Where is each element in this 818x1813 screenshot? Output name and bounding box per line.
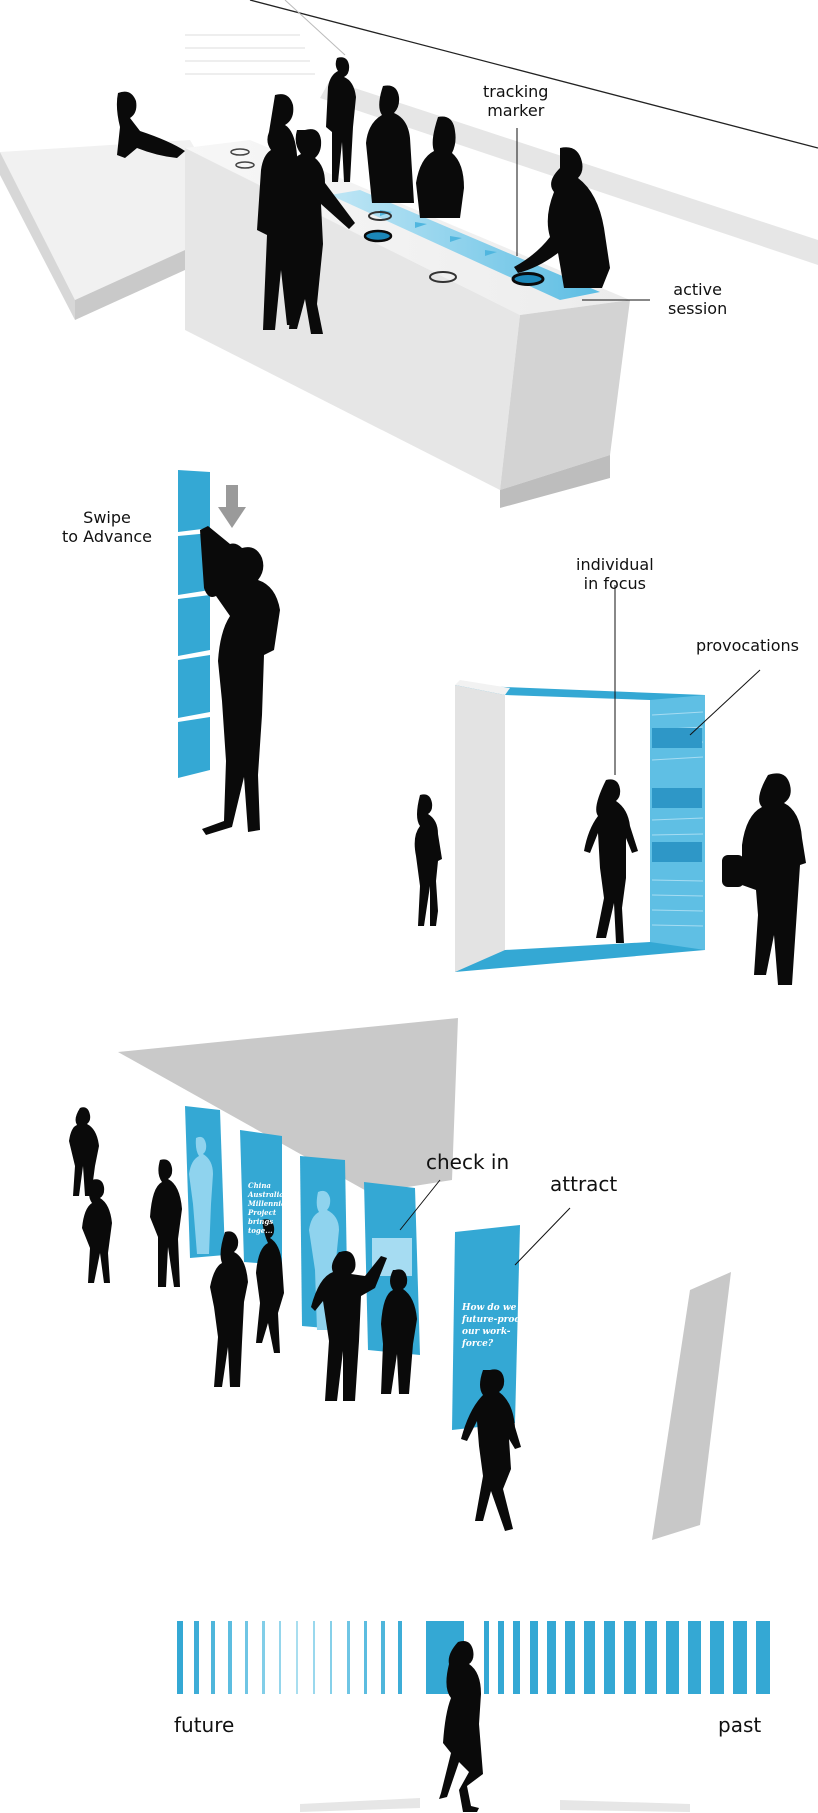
- scene-timeline: [177, 1621, 770, 1812]
- bag-icon: [722, 855, 744, 887]
- marker-ring-active: [363, 229, 393, 243]
- tracking-marker-active: [511, 272, 545, 286]
- check-in-leader: [399, 1179, 441, 1231]
- label-tracking-marker: tracking marker: [483, 82, 549, 120]
- gate-top: [455, 680, 510, 695]
- panel-text-line: How do we: [461, 1303, 517, 1313]
- marker-ring: [368, 211, 392, 221]
- side-panel-grey: [652, 1272, 731, 1540]
- panel-figure-1: [189, 1136, 213, 1254]
- gate-side-wall: [455, 685, 505, 972]
- panel-text-line: China: [248, 1181, 271, 1190]
- label-past: past: [718, 1713, 762, 1737]
- marker-ring: [235, 161, 255, 169]
- people-silhouettes: [116, 57, 610, 334]
- scene-corridor: [69, 1018, 731, 1540]
- label-swipe-to-advance: Swipe to Advance: [62, 508, 153, 546]
- panel-text-line: Millennial: [247, 1199, 289, 1208]
- down-arrow-icon: [218, 485, 246, 528]
- label-check-in: check in: [426, 1150, 510, 1174]
- wall-lines: [651, 711, 704, 927]
- provocations-leader: [689, 669, 761, 736]
- panel-attract-text: How do we future-proof our work- force?: [461, 1303, 526, 1349]
- panel-text-line: Project: [247, 1208, 277, 1217]
- floor-shadow: [300, 1798, 420, 1812]
- table-base: [500, 455, 610, 508]
- panel-text-line: brings: [248, 1217, 273, 1226]
- panel-text-line: Australia: [247, 1190, 284, 1199]
- scene-focus-gate: [414, 585, 806, 985]
- scene-interactive-table: [0, 0, 818, 508]
- provocations-wall: [650, 695, 705, 950]
- stair-line: [284, 0, 346, 56]
- swipe-panel-segments: [178, 470, 210, 778]
- scene-swipe-panel: [178, 470, 280, 835]
- floor-shadow: [560, 1800, 690, 1812]
- provocation-cards: [652, 728, 702, 862]
- panel-text-line: toge...: [248, 1226, 273, 1235]
- gate-people: [414, 773, 806, 985]
- panel-text-line: force?: [461, 1339, 494, 1349]
- ceiling-line: [249, 0, 818, 149]
- bench-top: [0, 140, 240, 300]
- timeline-bars-past: [484, 1621, 770, 1694]
- label-attract: attract: [550, 1172, 618, 1196]
- bench-side: [0, 152, 75, 320]
- timeline-bars-future: [177, 1621, 402, 1694]
- woman-walking-silhouette: [439, 1641, 483, 1812]
- label-future: future: [174, 1713, 235, 1737]
- marker-ring: [429, 271, 457, 283]
- label-individual-in-focus: individual in focus: [576, 555, 654, 593]
- marker-ring: [230, 148, 250, 156]
- label-provocations: provocations: [696, 636, 800, 655]
- corridor-people: [69, 1107, 521, 1531]
- panel-text-line: our work-: [462, 1327, 511, 1337]
- label-active-session: active session: [668, 280, 728, 318]
- stairs: [185, 34, 315, 75]
- panel-china-text: China Australia Millennial Project bring…: [247, 1181, 289, 1235]
- panel-text-line: future-proof: [461, 1315, 526, 1325]
- table-end-face: [500, 300, 630, 490]
- ceiling-plane: [118, 1018, 458, 1193]
- man-swiping-silhouette: [200, 526, 280, 835]
- attract-leader: [514, 1207, 571, 1266]
